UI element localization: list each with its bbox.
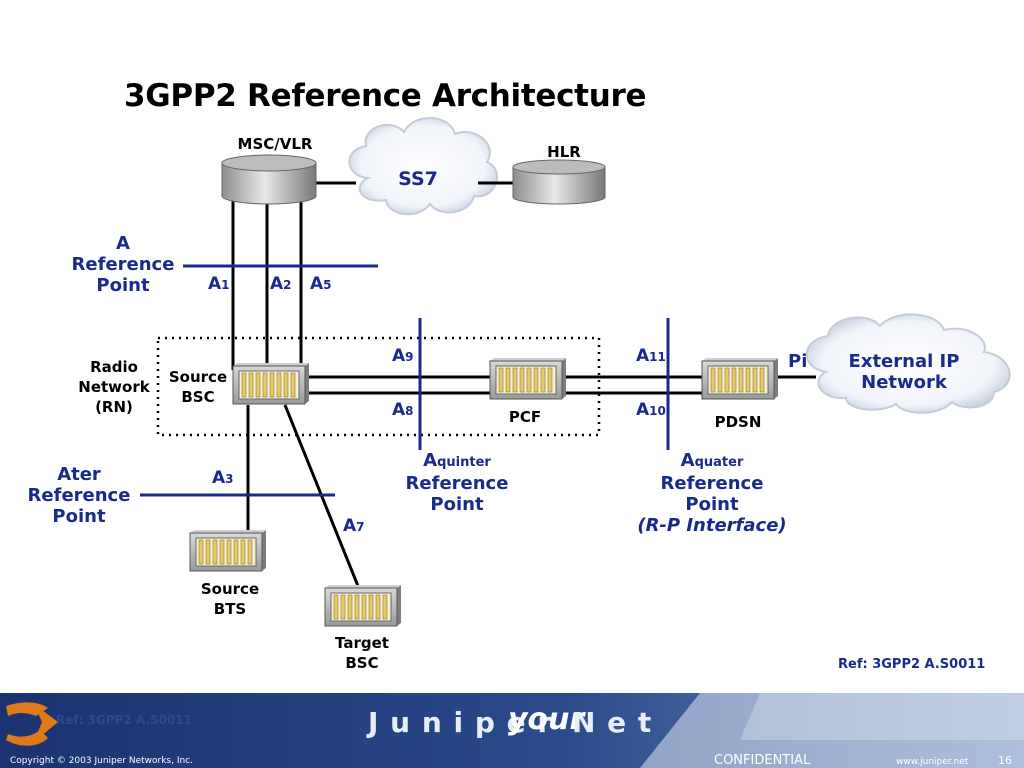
pcf-equipment-icon [489,358,566,400]
a8-interface-label: A8 [392,400,414,420]
a7-interface-label: A7 [343,516,365,536]
footer-copyright: Copyright © 2003 Juniper Networks, Inc. [10,756,193,766]
radio-network-label: Radio Network (RN) [78,358,150,416]
a-reference-point-label: A Reference Point [71,233,175,296]
footer-brand-your: your [508,702,585,737]
footer-url[interactable]: www.juniper.net [896,757,969,767]
source-bts-label: Source BTS [200,580,260,618]
a11-interface-label: A11 [636,346,666,366]
page-title: 3GPP2 Reference Architecture [124,78,647,114]
footer-confidential: CONFIDENTIAL [714,753,811,768]
footer-ghost-ref: Ref: 3GPP2 A.S0011 [56,713,193,727]
source-bsc-label: Source BSC [168,368,228,406]
a1-interface-label: A1 [208,274,230,294]
a5-interface-label: A5 [310,274,332,294]
ss7-cloud [348,117,498,216]
source-bts-equipment-icon [189,530,266,572]
ater-reference-point-label: Ater Reference Point [27,464,131,527]
hlr-label: HLR [547,143,581,161]
reference-note: Ref: 3GPP2 A.S0011 [838,657,986,672]
target-bsc-equipment-icon [324,585,401,627]
a3-interface-label: A3 [212,468,234,488]
external-ip-network-label: External IP Network [848,351,960,393]
target-bsc-label: Target BSC [335,634,389,672]
footer-page-number: 16 [998,754,1012,767]
reference-point-lines [140,264,670,497]
footer-brand-net: N e t [572,706,653,739]
pi-interface-label: Pi [788,351,808,372]
pcf-label: PCF [508,408,542,426]
external-ip-cloud [805,313,1011,414]
ss7-label: SS7 [398,168,438,190]
source-bsc-equipment-icon [232,363,309,405]
aquinter-reference-point-label: Aquinter Reference Point [405,450,509,515]
pdsn-equipment-icon [701,358,778,400]
msc-vlr-label: MSC/VLR [237,135,313,153]
footer-bar [0,693,1024,768]
a10-interface-label: A10 [636,400,666,420]
footer-brand-juniper: J u n i p e r [368,706,553,739]
a9-interface-label: A9 [392,346,414,366]
pdsn-label: PDSN [714,413,762,431]
aquater-reference-point-label: Aquater Reference Point (R-P Interface) [637,450,787,536]
msc-vlr-database-icon [221,154,317,205]
juniper-swoosh-logo [6,702,58,746]
hlr-database-icon [512,159,606,205]
a2-interface-label: A2 [270,274,292,294]
network-links [231,181,816,587]
